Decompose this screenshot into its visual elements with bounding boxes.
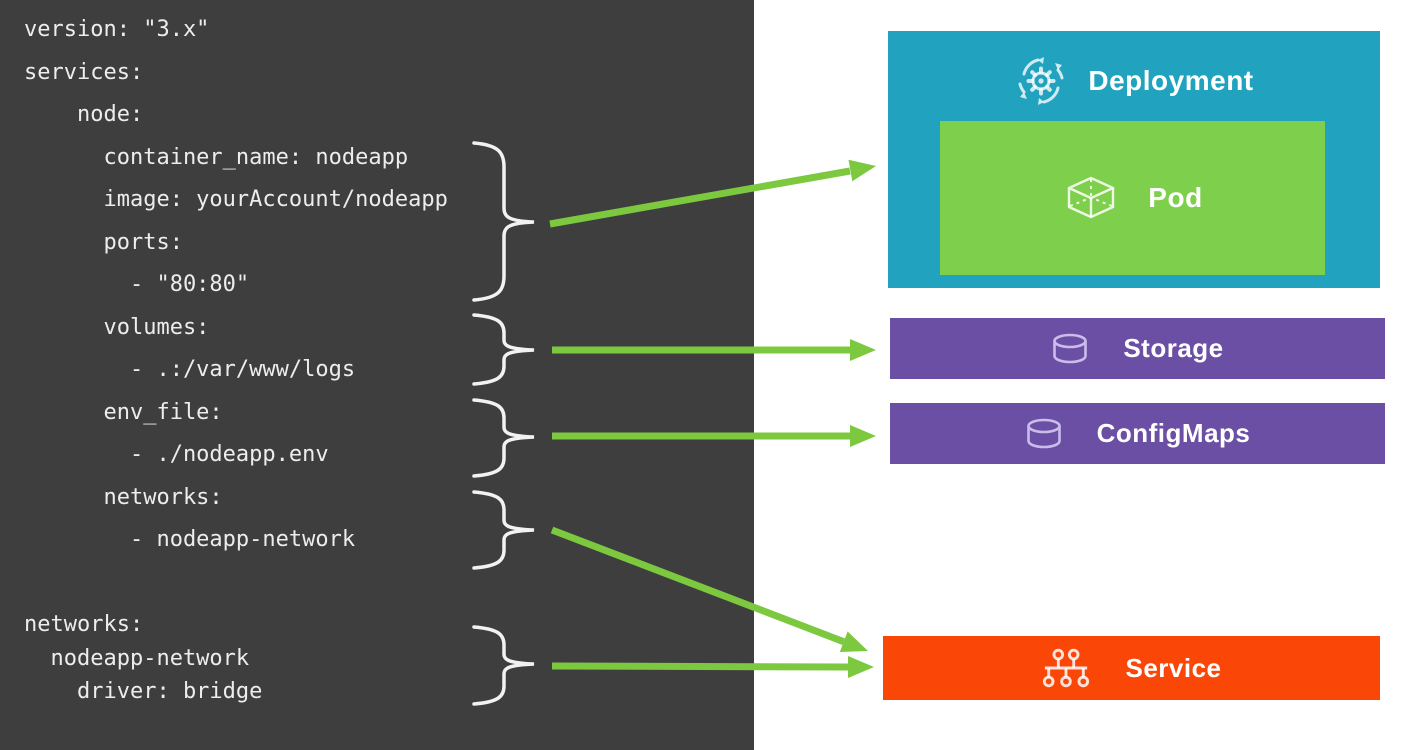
database-cylinder-icon xyxy=(1053,333,1088,363)
storage-box: Storage xyxy=(890,318,1385,379)
docker-compose-panel: version: "3.x" services: node: container… xyxy=(0,0,754,750)
deployment-label: Deployment xyxy=(1088,65,1254,96)
deployment-box: Deployment Pod xyxy=(888,31,1380,288)
pod-box: Pod xyxy=(940,121,1325,275)
storage-label: Storage xyxy=(1123,333,1224,363)
service-box: Service xyxy=(883,636,1380,700)
cube-icon xyxy=(1068,176,1115,219)
compose-yaml-networks: networks: nodeapp-network driver: bridge xyxy=(24,612,263,704)
database-cylinder-icon xyxy=(1026,418,1061,448)
configmaps-label: ConfigMaps xyxy=(1096,418,1251,448)
compose-yaml-services: version: "3.x" services: node: container… xyxy=(24,17,448,552)
gear-sync-icon xyxy=(1018,57,1064,105)
deployment-header: Deployment xyxy=(888,45,1380,117)
configmaps-box: ConfigMaps xyxy=(890,403,1385,464)
service-label: Service xyxy=(1125,652,1222,683)
network-bus-icon xyxy=(1043,648,1090,688)
pod-label: Pod xyxy=(1148,182,1203,213)
